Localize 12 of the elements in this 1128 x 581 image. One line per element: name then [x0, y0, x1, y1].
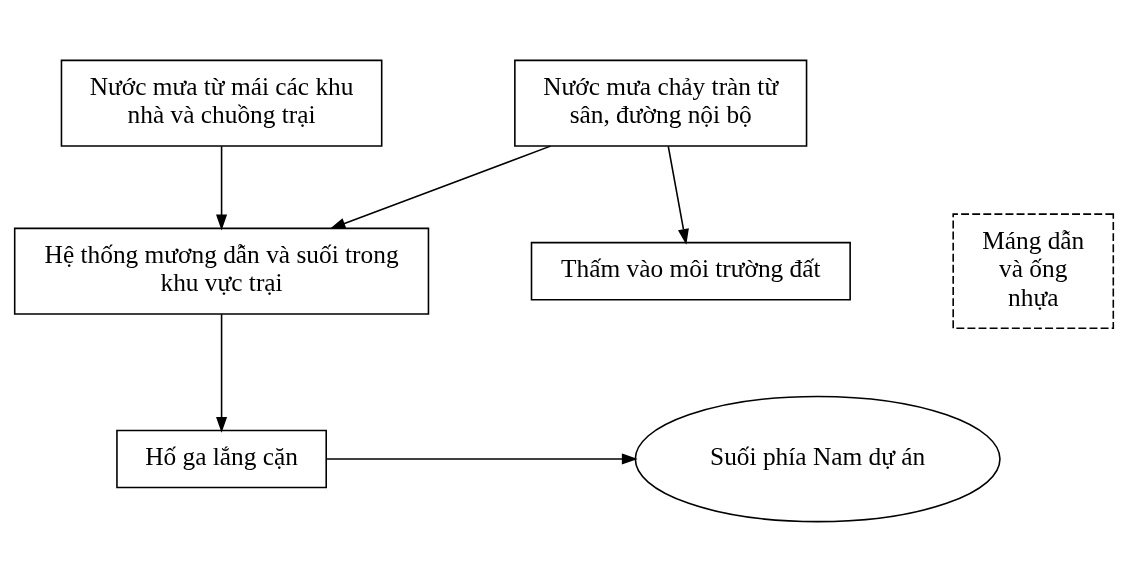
node-box: Nước mưa từ mái các khu nhà và chuồng trại: [60, 59, 383, 147]
node-box: Hố ga lắng cặn: [116, 429, 327, 488]
node-box: Máng dẫn và ống nhựa: [952, 212, 1115, 329]
node-ellipse: Suối phía Nam dự án: [634, 395, 1001, 522]
node-box: Hệ thống mương dẫn và suối trong khu vực trại: [13, 227, 430, 315]
arrow: [325, 452, 638, 465]
arrow: [329, 144, 552, 229]
arrow: [667, 145, 689, 245]
node-box: Nước mưa chảy tràn từ sân, đường nội bộ: [514, 59, 808, 147]
arrow: [216, 312, 228, 433]
node-box: Thấm vào môi trường đất: [530, 241, 851, 300]
arrow: [216, 145, 228, 230]
